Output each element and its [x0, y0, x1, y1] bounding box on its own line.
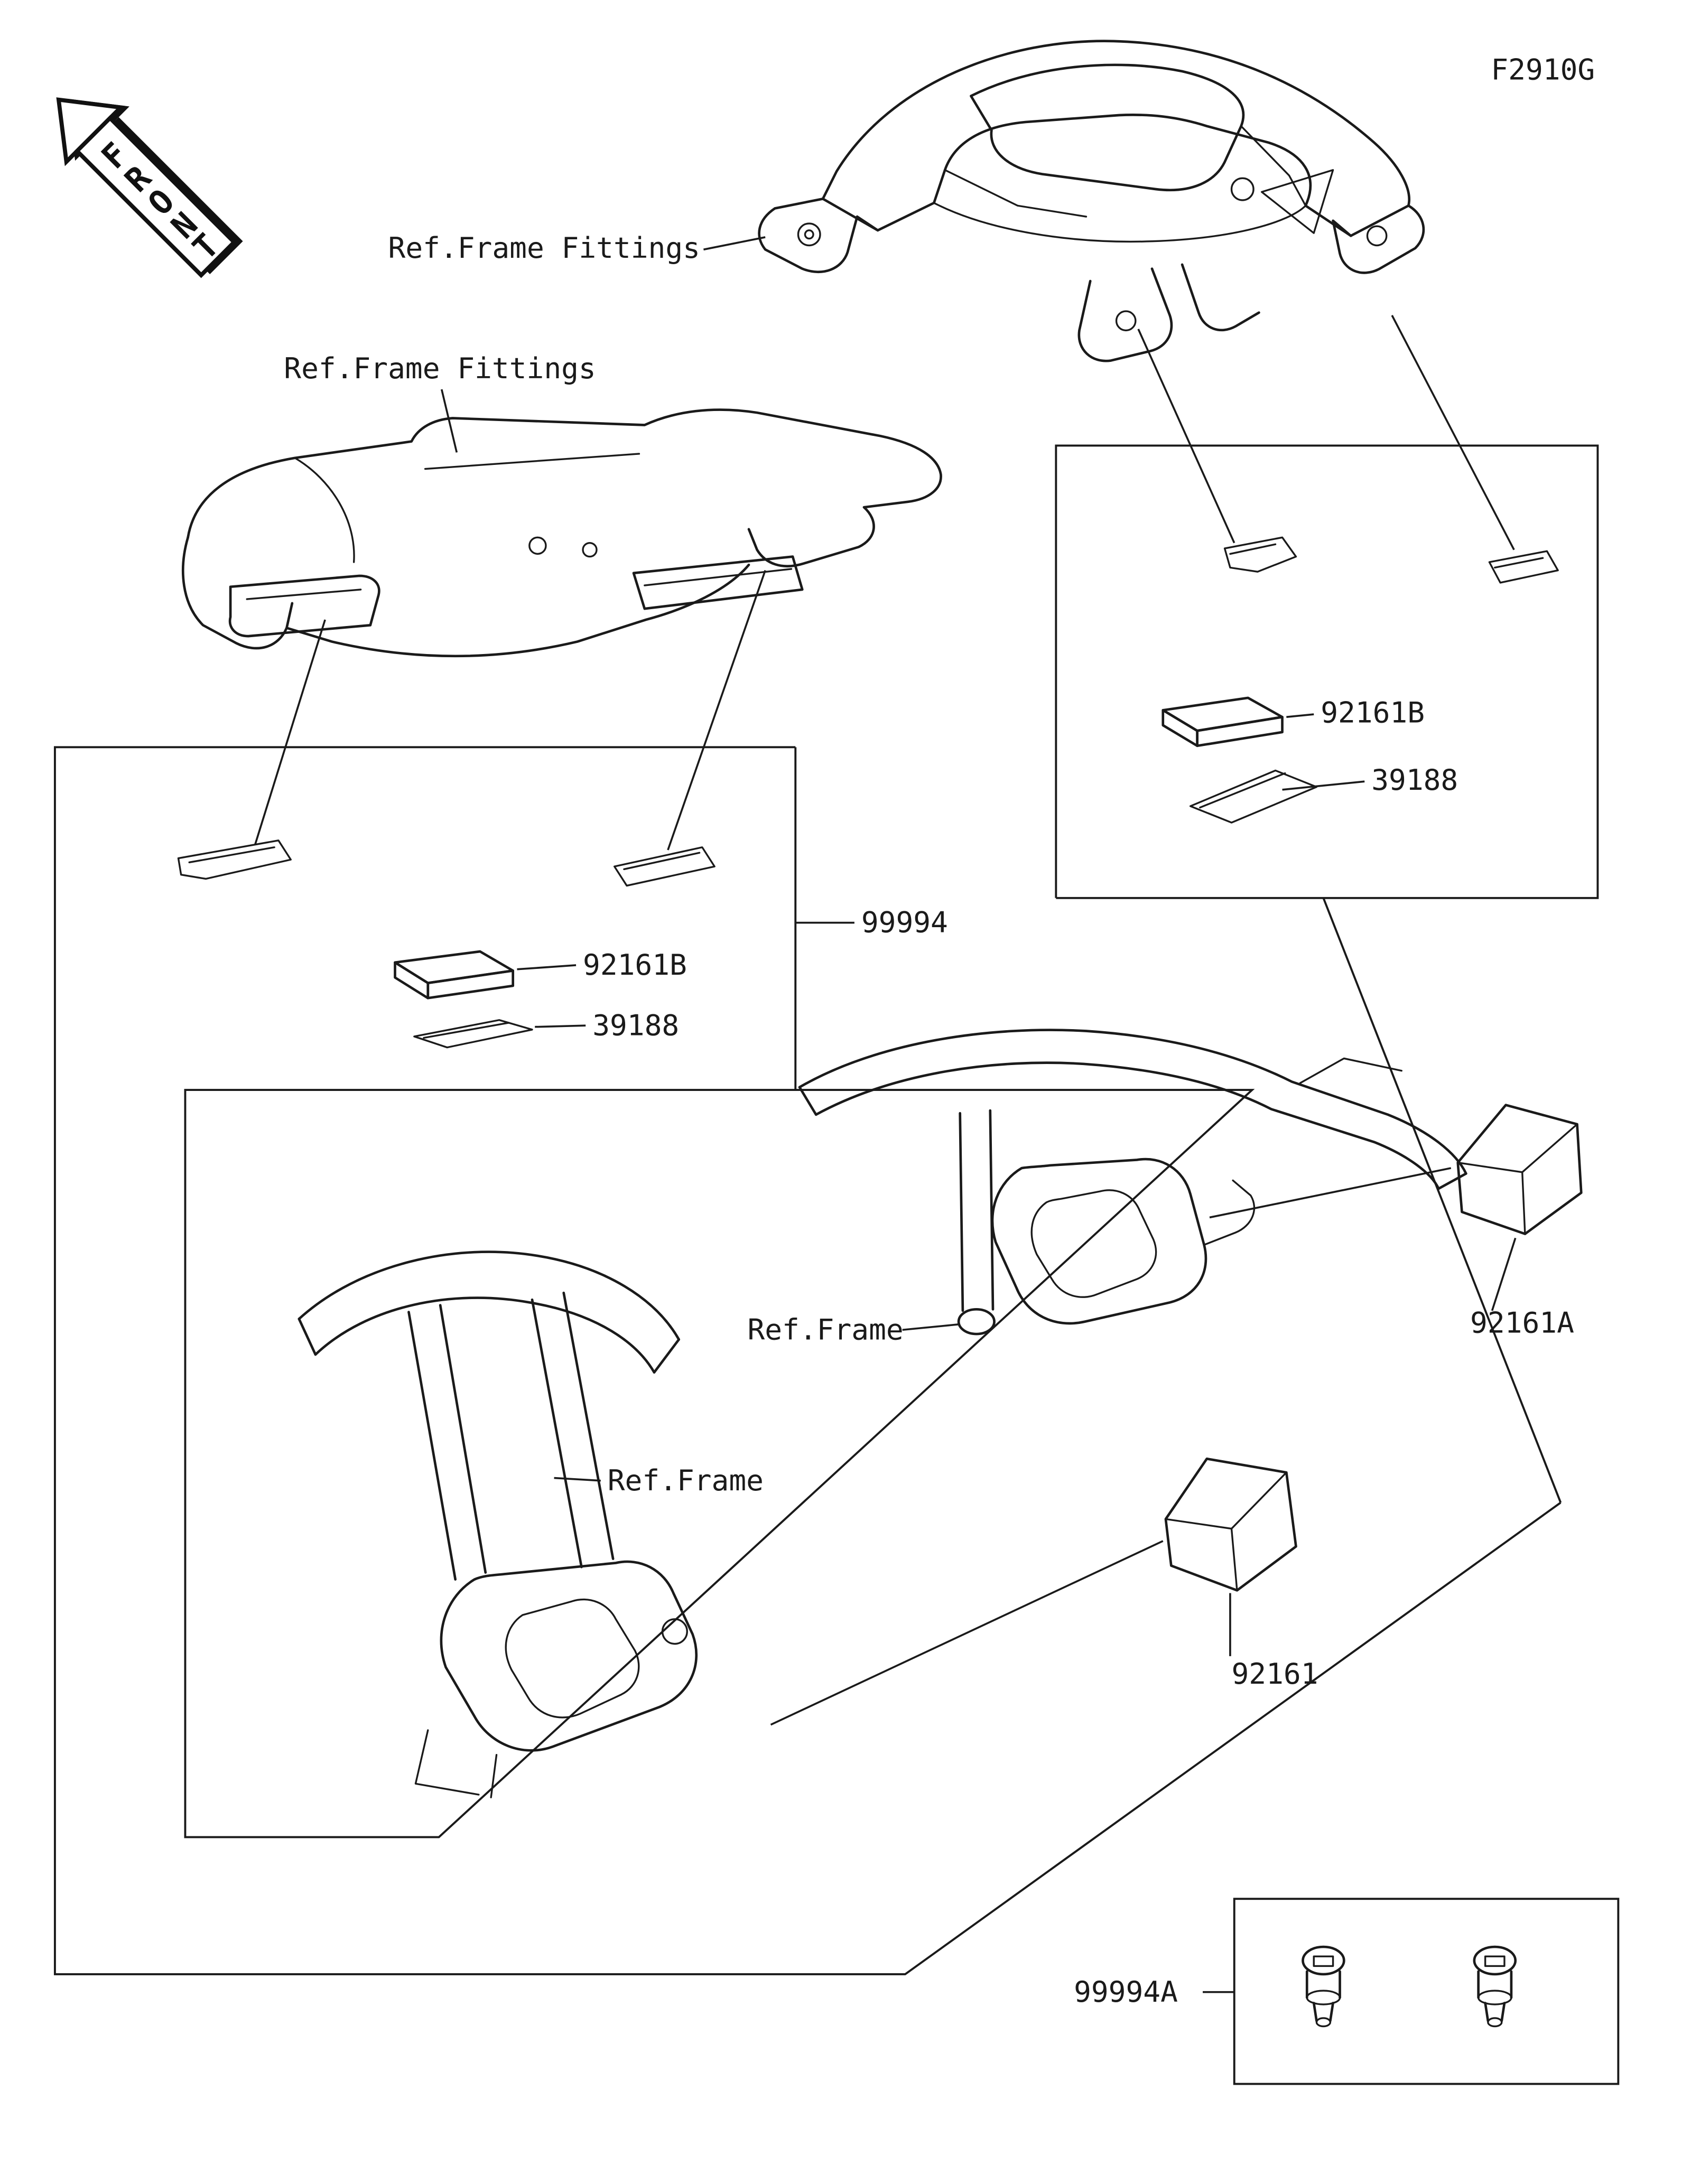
pad-outline-left-a: [177, 839, 292, 880]
rivet-fastener-1: [1303, 1947, 1344, 2027]
leader-ref-frame-lower: [554, 1477, 601, 1482]
part-number-99994: 99994: [861, 906, 948, 939]
leader-92161b-left: [517, 964, 577, 970]
kit-boundary-boxes: [53, 444, 1620, 2085]
leader-pad-b-to-rail: [667, 570, 766, 851]
ref-frame-mid-label: Ref.Frame: [747, 1312, 903, 1346]
tape-right-39188: [1189, 769, 1318, 824]
part-number-39188-left: 39188: [592, 1008, 679, 1042]
damper-92161: [1164, 1457, 1297, 1592]
mid-frame-part: [798, 1029, 1467, 1336]
part-number-92161b-left: 92161B: [583, 948, 687, 982]
left-frame-fitting-part: [182, 408, 942, 658]
damper-92161a: [1456, 1104, 1583, 1235]
kit-box-diagonal: [1322, 898, 1562, 1503]
pad-outline-right-a: [1223, 536, 1297, 573]
leader-fittings-top: [703, 236, 766, 251]
leader-39188-left: [535, 1024, 586, 1028]
ref-frame-fittings-left-label: Ref.Frame Fittings: [284, 351, 596, 385]
right-kit-contents: 92161B 39188: [1162, 536, 1559, 824]
left-kit-contents: 92161B 39188: [177, 570, 766, 1049]
leader-92161a: [1491, 1237, 1517, 1311]
pad-outline-left-b: [614, 846, 716, 887]
rivet-fastener-2: [1474, 1947, 1516, 2027]
pad-outline-right-b: [1488, 550, 1559, 584]
leader-top-to-pad-right-1: [1137, 329, 1235, 544]
right-kit-box: [1055, 444, 1599, 899]
drawing-code: F2910G: [1491, 53, 1595, 87]
lower-frame-part: [298, 1250, 698, 1798]
part-number-92161: 92161: [1232, 1657, 1318, 1691]
leader-pad-a-to-rail: [254, 619, 326, 845]
frame-reference-box: [184, 1089, 1255, 1838]
part-number-39188-right: 39188: [1371, 763, 1458, 797]
damper-pad-right-92161b: [1162, 696, 1284, 748]
part-number-92161b-right: 92161B: [1321, 696, 1425, 730]
front-arrow-shaft: [74, 115, 237, 278]
leader-ref-frame-mid: [902, 1323, 959, 1331]
leader-frame-to-92161a: [1209, 1167, 1452, 1219]
part-number-92161a: 92161A: [1470, 1305, 1574, 1339]
fastener-kit-contents: [1303, 1947, 1515, 2027]
front-arrow-icon: F R O N T: [56, 97, 243, 278]
leader-92161b-right: [1286, 713, 1314, 718]
leader-top-to-pad-right-2: [1391, 315, 1515, 550]
leader-39188-right: [1282, 780, 1365, 791]
part-number-99994a: 99994A: [1074, 1975, 1178, 2009]
leader-fittings-left: [440, 389, 458, 453]
kit-box-outline: [53, 746, 1562, 1975]
fastener-kit-box: [1233, 1898, 1620, 2085]
damper-pad-left-92161b: [394, 950, 515, 1000]
ref-frame-fittings-top-label: Ref.Frame Fittings: [388, 231, 700, 265]
tape-left-39188: [413, 1019, 533, 1049]
ref-frame-lower-label: Ref.Frame: [608, 1463, 764, 1497]
leader-frame-to-92161: [770, 1540, 1164, 1726]
top-frame-fitting-part: [758, 40, 1425, 362]
